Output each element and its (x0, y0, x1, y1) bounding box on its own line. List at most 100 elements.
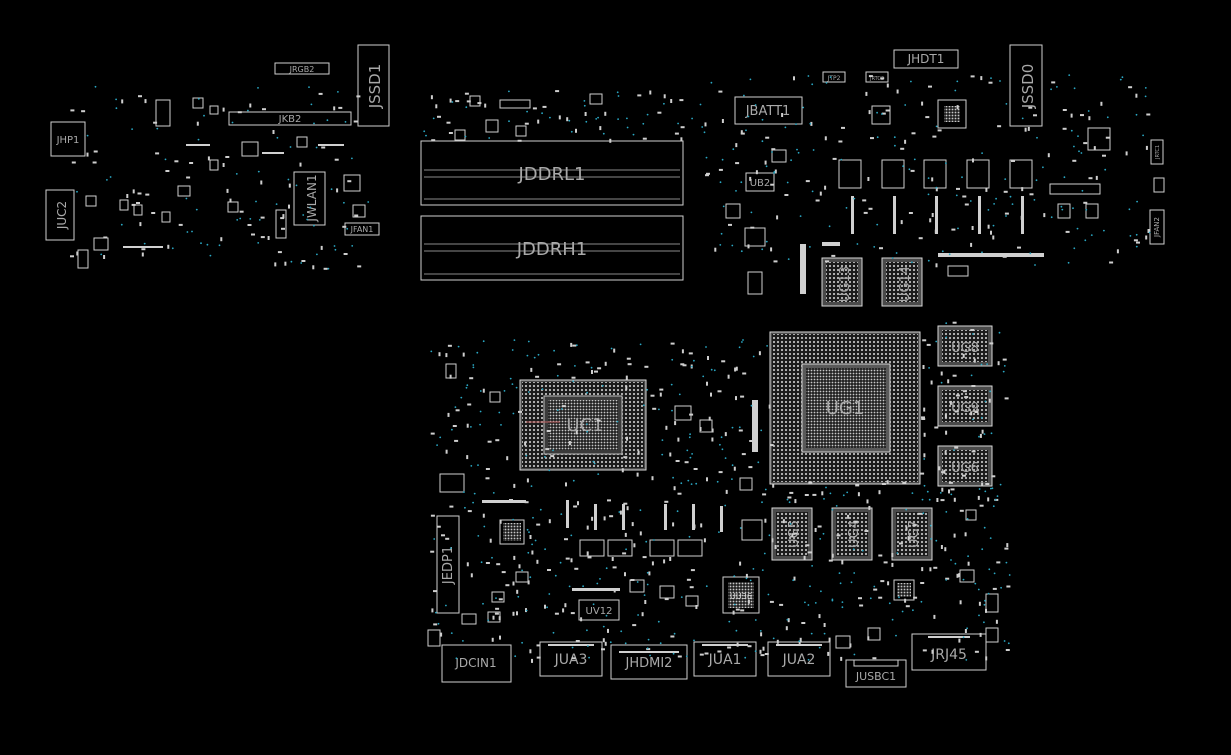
passive-component (872, 657, 877, 660)
passive-component (739, 561, 742, 566)
via (728, 620, 731, 623)
jhdmi2-connector[interactable]: JHDMI2 (610, 644, 688, 680)
passive-component (917, 512, 922, 515)
via (989, 537, 992, 539)
jua1-connector[interactable]: JUA1 (693, 641, 757, 677)
jedp1-label: JEDP1 (441, 546, 456, 585)
via (593, 462, 596, 465)
uu36-chip[interactable]: UU36 (722, 576, 760, 614)
uc1-cpu[interactable]: UC1 (519, 379, 647, 471)
via (586, 430, 589, 433)
jfan1-connector[interactable]: JFAN1 (344, 222, 380, 236)
via (935, 125, 938, 128)
passive-component (281, 227, 285, 230)
passive-component (566, 117, 569, 122)
ug13-chip[interactable]: UG13 (821, 257, 863, 307)
passive-component (575, 430, 578, 435)
jssd1-connector[interactable]: JSSD1 (357, 44, 390, 127)
jhp1-connector[interactable]: JHP1 (50, 121, 86, 157)
ug7-chip[interactable]: UG7 (891, 507, 933, 561)
passive-component (632, 624, 637, 627)
via (583, 100, 586, 102)
jrgb2-connector[interactable]: JRGB2 (274, 62, 330, 75)
via (750, 404, 753, 407)
via (1104, 168, 1107, 171)
jua2-connector[interactable]: JUA2 (767, 641, 831, 677)
jrj45-connector[interactable]: JRJ45 (911, 633, 987, 671)
via (351, 157, 353, 160)
passive-component (900, 147, 905, 150)
jusbc1-connector[interactable]: JUSBC1 (845, 659, 907, 688)
ub2-chip[interactable]: UB2 (745, 172, 775, 192)
passive-component (536, 656, 541, 659)
via (686, 449, 689, 452)
passive-component (1017, 246, 1021, 249)
jhdt1-connector[interactable]: JHDT1 (893, 49, 959, 69)
jedp1-connector[interactable]: JEDP1 (436, 515, 460, 614)
passive-component (455, 100, 460, 103)
passive-component (880, 580, 885, 583)
via (257, 170, 260, 173)
ug4-chip[interactable]: UG4 (831, 507, 873, 561)
via (993, 572, 996, 575)
uv12-chip[interactable]: UV12 (578, 599, 620, 621)
passive-component (717, 650, 722, 653)
via (980, 416, 983, 419)
via (1033, 199, 1036, 201)
ug6-chip[interactable]: UG6 (937, 445, 993, 487)
passive-component (714, 247, 717, 252)
passive-component (940, 545, 943, 549)
jrtc1-connector[interactable]: JRTC1 (1150, 139, 1164, 165)
via (733, 603, 736, 606)
jkb2-connector[interactable]: JKB2 (228, 111, 352, 126)
via (186, 231, 189, 233)
passive-component (747, 645, 752, 648)
via (472, 364, 475, 366)
passive-component (947, 379, 950, 384)
ug1-gpu[interactable]: UG1 (769, 331, 921, 485)
passive-component (807, 551, 812, 554)
passive-component (945, 577, 950, 580)
passive-component (1088, 177, 1093, 180)
ug9-chip[interactable]: UG9 (937, 385, 993, 427)
passive-component (699, 427, 702, 431)
jddrl1-slot[interactable]: JDDRL1 (420, 140, 684, 206)
ug14-chip[interactable]: UG14 (881, 257, 923, 307)
passive-component (555, 90, 560, 93)
passive-component (828, 559, 833, 562)
via (472, 501, 474, 504)
via (693, 359, 695, 362)
via (992, 224, 995, 227)
passive-component (565, 482, 567, 487)
via (1103, 229, 1105, 232)
jbatt1-connector[interactable]: JBATT1 (734, 96, 803, 125)
via (482, 602, 484, 605)
via (891, 618, 894, 621)
via (596, 582, 599, 585)
jfan2-connector[interactable]: JFAN2 (1149, 209, 1165, 245)
passive-component (558, 115, 561, 120)
jtp2-connector[interactable]: JTP2 (822, 71, 846, 83)
jrtc2-connector[interactable]: JRTC2 (865, 71, 889, 83)
juc2-connector[interactable]: JUC2 (45, 189, 75, 241)
jssd0-connector[interactable]: JSSD0 (1009, 44, 1043, 127)
via (670, 383, 673, 386)
passive-component (772, 483, 775, 488)
via (479, 390, 482, 392)
jdcin1-connector[interactable]: JDCIN1 (441, 644, 512, 683)
via (637, 614, 639, 616)
passive-component (664, 500, 669, 503)
passive-component (447, 344, 452, 347)
ug8-chip[interactable]: UG8 (937, 325, 993, 367)
via (636, 581, 639, 583)
jrtc2-label: JRTC2 (869, 76, 884, 82)
via (786, 618, 789, 621)
jua3-connector[interactable]: JUA3 (539, 641, 603, 677)
jbatt1-label: JBATT1 (745, 104, 791, 119)
via (544, 456, 546, 458)
passive-component (904, 139, 907, 144)
via (703, 131, 706, 134)
jddrh1-slot[interactable]: JDDRH1 (420, 215, 684, 281)
jwlan1-connector[interactable]: JWLAN1 (293, 171, 326, 226)
via (200, 242, 202, 245)
